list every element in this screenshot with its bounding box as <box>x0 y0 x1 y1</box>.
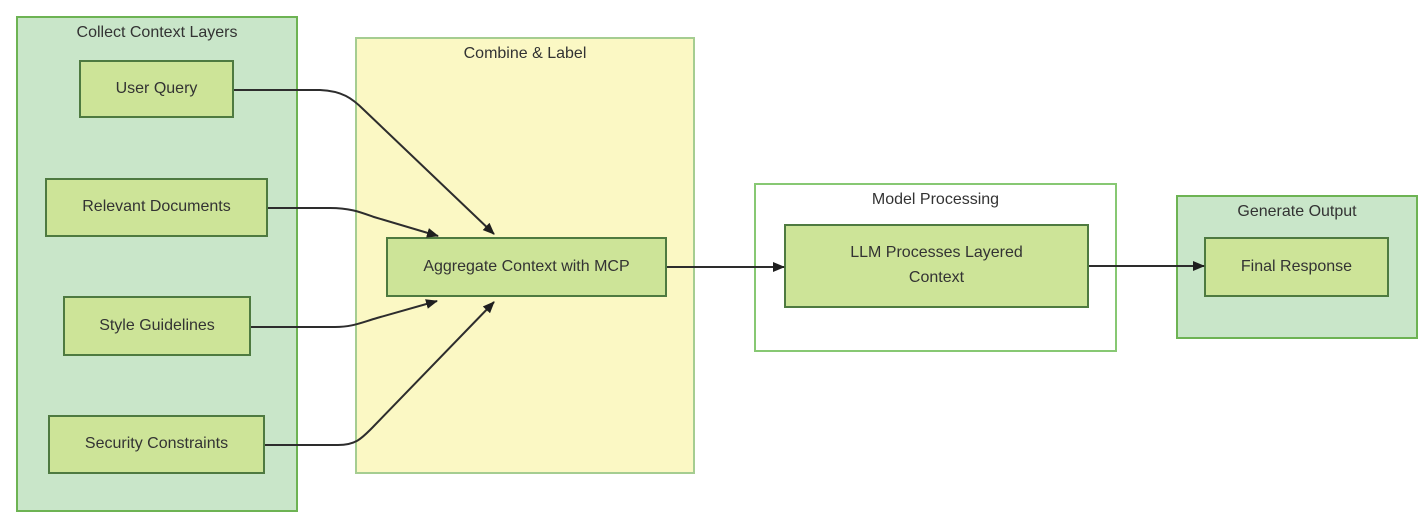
node-label: LLM Processes Layered Context <box>850 244 1023 286</box>
cluster-title: Model Processing <box>871 191 1000 208</box>
node-label: Final Response <box>1240 257 1353 275</box>
cluster-title: Generate Output <box>1237 203 1357 220</box>
node-final-response: Final Response <box>1204 237 1389 297</box>
node-aggregate-context-with-mcp: Aggregate Context with MCP <box>386 237 667 297</box>
node-security-constraints: Security Constraints <box>48 415 265 474</box>
node-user-query: User Query <box>79 60 234 118</box>
node-relevant-documents: Relevant Documents <box>45 178 268 237</box>
node-label: User Query <box>115 79 198 97</box>
node-style-guidelines: Style Guidelines <box>63 296 251 356</box>
node-label: Aggregate Context with MCP <box>423 257 630 275</box>
node-label: Security Constraints <box>84 435 229 453</box>
cluster-title: Combine & Label <box>463 45 587 62</box>
node-llm-processes-layered-context: LLM Processes Layered Context <box>784 224 1089 308</box>
cluster-title: Collect Context Layers <box>76 24 238 41</box>
node-label: Style Guidelines <box>99 316 215 334</box>
node-label: Relevant Documents <box>82 198 231 216</box>
